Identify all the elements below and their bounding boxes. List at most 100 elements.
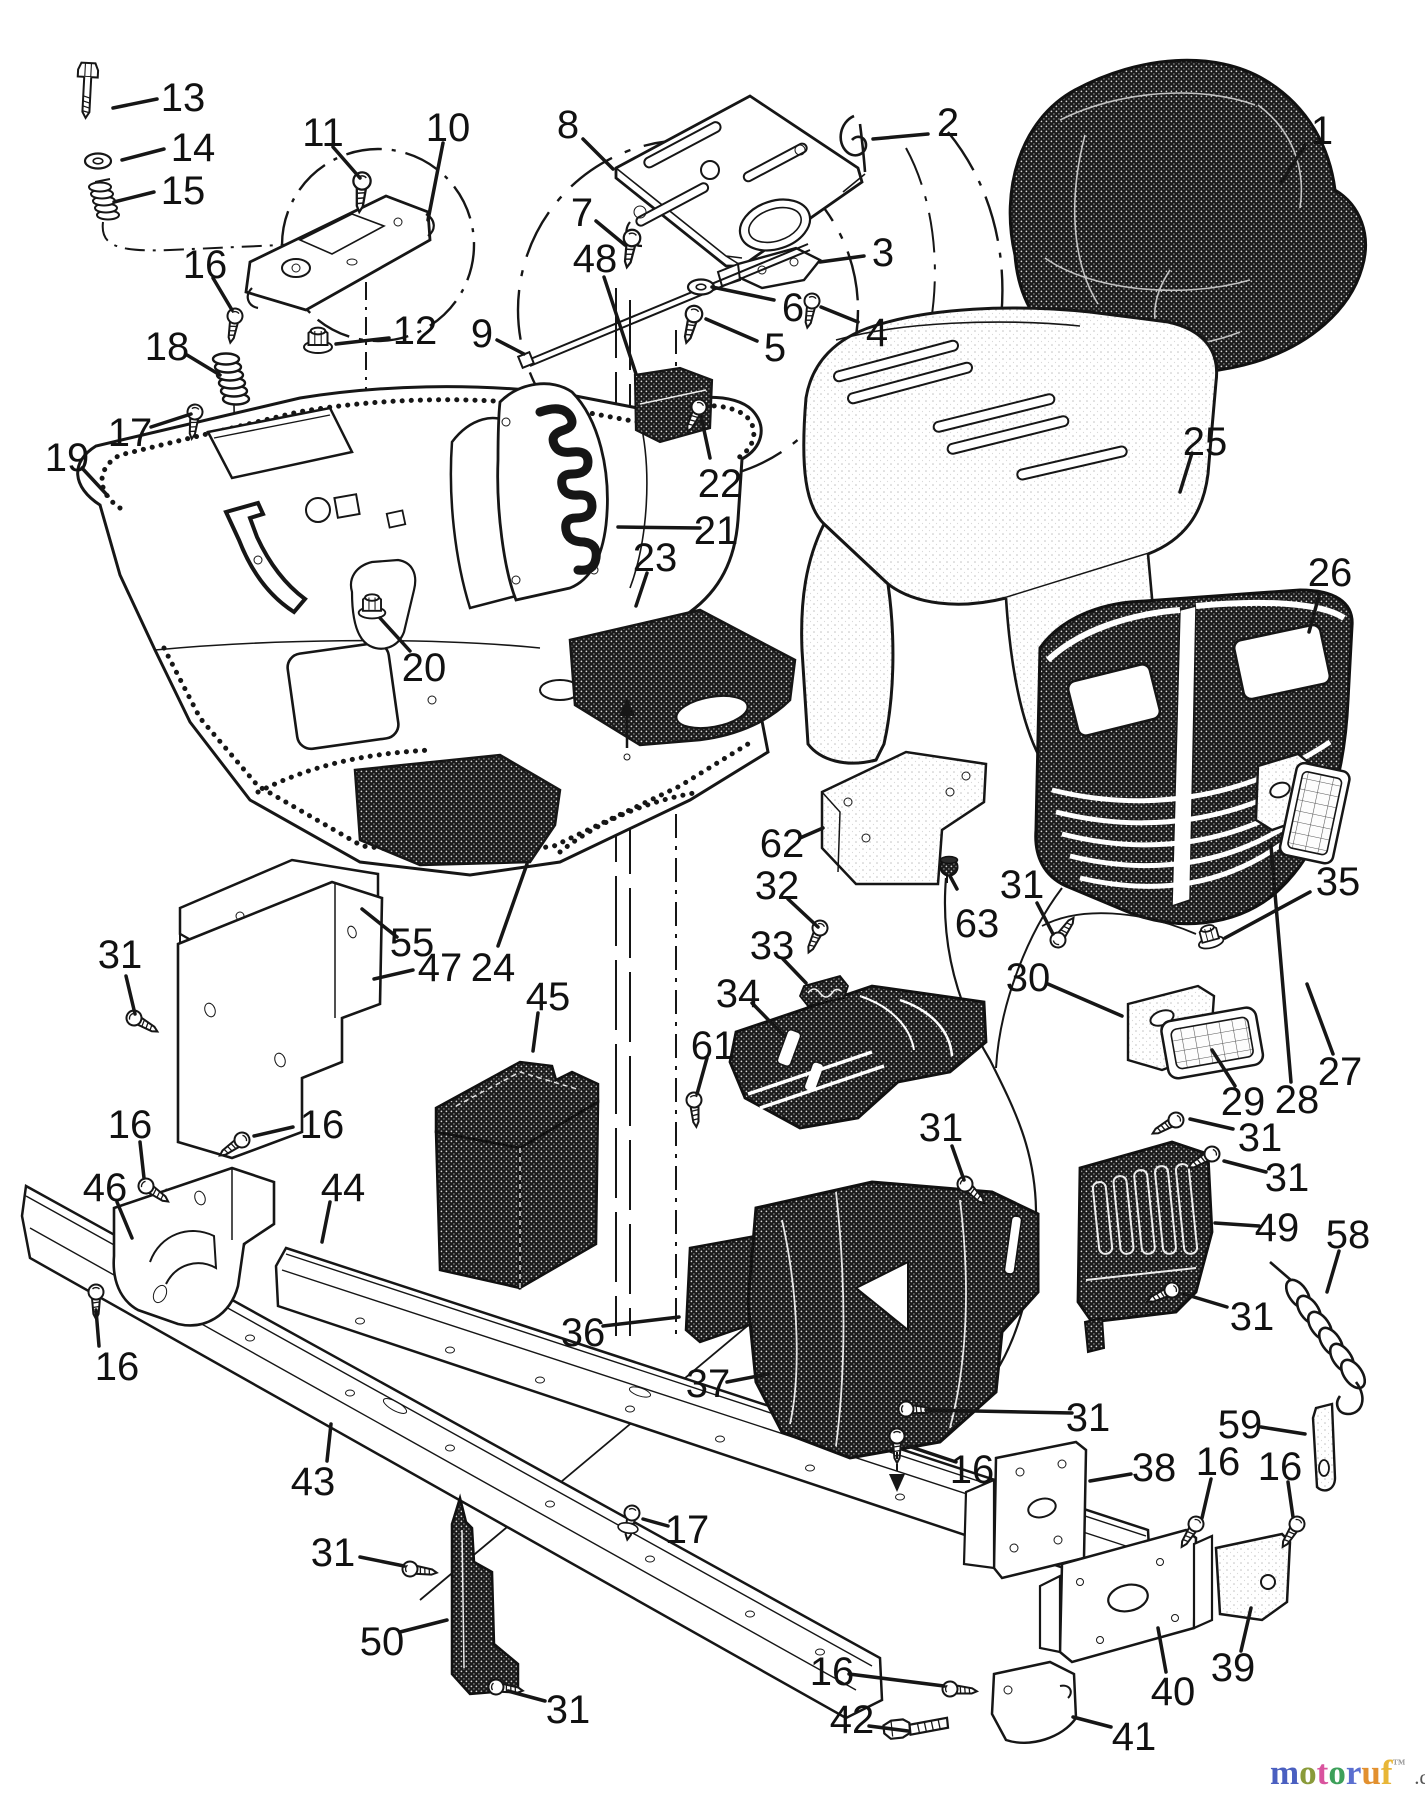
leader-line-36: [601, 1315, 681, 1328]
callout-label-3: 3: [872, 231, 894, 275]
callout-label-31: 31: [311, 1531, 356, 1575]
callout-label-61: 61: [691, 1024, 736, 1068]
leader-line-13: [111, 97, 159, 110]
callout-label-8: 8: [557, 103, 579, 147]
watermark-suffix: .de: [1414, 1765, 1425, 1789]
callout-label-23: 23: [633, 536, 678, 580]
part-40-cross-bracket: [1038, 1528, 1214, 1664]
part-47-side-panel: [176, 880, 384, 1160]
leader-line-48: [602, 275, 638, 376]
callout-label-16: 16: [950, 1448, 995, 1492]
bolt-13: [76, 61, 100, 120]
callout-label-16: 16: [1196, 1440, 1241, 1484]
nut-12: [303, 326, 333, 354]
callout-label-26: 26: [1308, 551, 1353, 595]
part-63-knob: [939, 855, 959, 883]
leader-line-1: [1279, 143, 1307, 185]
callout-label-59: 59: [1218, 1403, 1263, 1447]
part-23-floor-pad-right: [568, 608, 797, 761]
leader-line-8: [581, 137, 615, 171]
leader-line-16: [906, 1444, 958, 1464]
callout-label-39: 39: [1211, 1646, 1256, 1690]
part-10-pivot-bracket: [244, 194, 435, 312]
leader-line-9: [495, 338, 526, 356]
leader-line-16: [1200, 1477, 1213, 1520]
part-27-lens-right: [1278, 761, 1351, 865]
part-34-dash-lower-panel: [728, 984, 988, 1130]
callout-label-18: 18: [145, 325, 190, 369]
leader-line-31: [1182, 1292, 1229, 1309]
leader-line-26: [1307, 590, 1322, 634]
leader-line-20: [378, 616, 412, 653]
callout-label-13: 13: [161, 76, 206, 120]
callout-label-31: 31: [919, 1106, 964, 1150]
part-41-flap: [990, 1660, 1078, 1744]
part-2-hairpin-cotter: [839, 114, 868, 193]
part-38-bracket: [962, 1440, 1088, 1580]
part-45-battery-box: [434, 1060, 600, 1291]
leader-line-45: [531, 1011, 540, 1053]
part-8-seat-plate: [614, 94, 864, 268]
leader-line-33: [781, 957, 808, 985]
leader-line-38: [1088, 1472, 1133, 1483]
callout-label-31: 31: [98, 933, 143, 977]
part-50-corner-bracket: [450, 1493, 520, 1696]
screw-31: [1147, 1108, 1188, 1141]
callout-label-42: 42: [830, 1698, 875, 1742]
callout-label-16: 16: [810, 1650, 855, 1694]
part-39-cover-plate: [1214, 1532, 1292, 1622]
leader-line-43: [325, 1422, 333, 1463]
leader-line-4: [819, 305, 860, 324]
callout-label-44: 44: [321, 1166, 366, 1210]
callout-label-33: 33: [750, 924, 795, 968]
callout-label-31: 31: [1066, 1396, 1111, 1440]
callout-label-47: 47: [418, 946, 463, 990]
leader-line-37: [725, 1372, 770, 1384]
leader-line-5: [704, 317, 759, 343]
callout-label-41: 41: [1112, 1715, 1157, 1759]
callout-label-31: 31: [1000, 863, 1045, 907]
callout-label-7: 7: [571, 191, 593, 235]
callout-label-38: 38: [1132, 1446, 1177, 1490]
callout-label-2: 2: [937, 101, 959, 145]
screw-31: [122, 1006, 163, 1039]
watermark-letter: f: [1381, 1753, 1393, 1792]
leader-line-30: [1046, 982, 1124, 1018]
leader-line-6: [710, 285, 776, 302]
leader-line-16: [94, 1308, 101, 1348]
leader-line-39: [1239, 1606, 1253, 1653]
callout-label-31: 31: [1265, 1156, 1310, 1200]
callout-label-16: 16: [95, 1345, 140, 1389]
callout-label-46: 46: [83, 1166, 128, 1210]
leader-line-58: [1325, 1249, 1341, 1294]
leader-line-22: [699, 414, 712, 460]
leader-line-35: [1223, 890, 1312, 940]
callout-label-37: 37: [686, 1362, 731, 1406]
callout-label-24: 24: [471, 946, 516, 990]
callout-label-29: 29: [1221, 1080, 1266, 1124]
watermark-letter: o: [1328, 1753, 1346, 1792]
leader-line-42: [867, 1724, 910, 1733]
leader-line-31: [358, 1555, 406, 1568]
leader-line-31: [1035, 901, 1055, 936]
leader-line-14: [120, 147, 166, 162]
callout-label-1: 1: [1311, 109, 1333, 153]
screw-7: [617, 227, 643, 270]
callout-label-49: 49: [1255, 1206, 1300, 1250]
callout-label-16: 16: [1258, 1445, 1303, 1489]
nut-35: [1193, 921, 1226, 952]
leader-line-16: [1286, 1480, 1295, 1519]
callout-label-45: 45: [526, 975, 571, 1019]
callout-label-50: 50: [360, 1620, 405, 1664]
leader-line-31: [506, 1689, 547, 1703]
leader-line-19: [80, 466, 110, 498]
callout-label-31: 31: [546, 1688, 591, 1732]
part-24-floor-pad-left: [353, 753, 562, 867]
leader-line-15: [112, 190, 156, 204]
part-20-flange-nut: [349, 558, 417, 650]
callout-label-36: 36: [561, 1311, 606, 1355]
leader-line-18: [185, 353, 222, 377]
callout-label-17: 17: [665, 1508, 710, 1552]
leader-line-62: [798, 826, 825, 840]
leader-line-59: [1259, 1425, 1307, 1436]
